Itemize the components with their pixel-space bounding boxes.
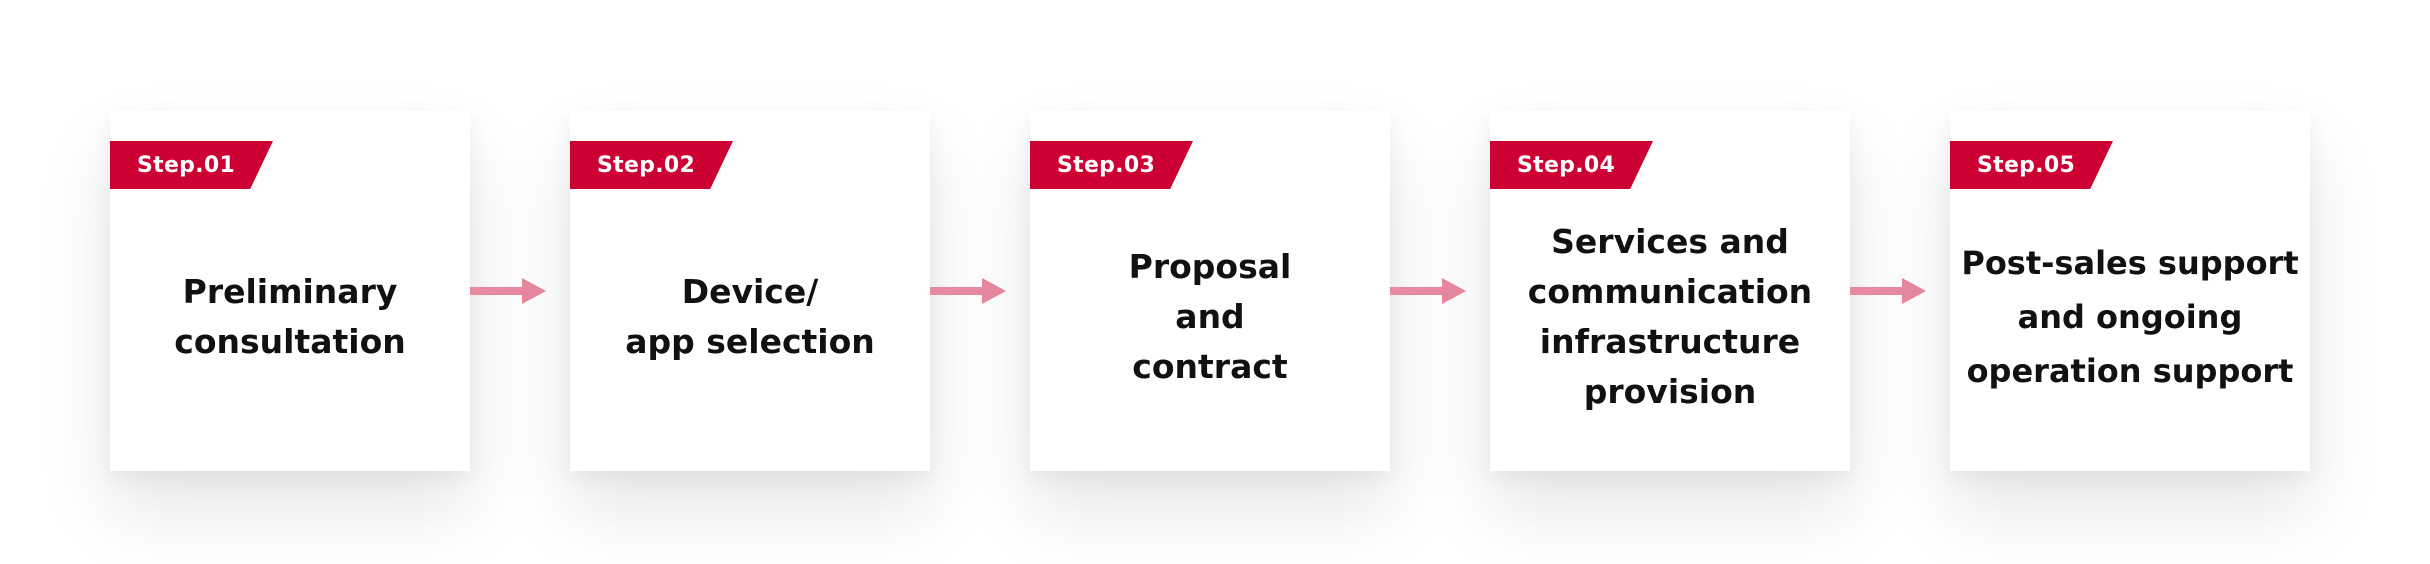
step-card-1: Step.01 Preliminary consultation: [110, 111, 470, 471]
step-title: Post-sales support and ongoing operation…: [1961, 244, 2299, 390]
step-tag-3: Step.03: [1030, 141, 1193, 189]
step-title: Device/ app selection: [625, 272, 875, 361]
step-title: Services and communication infrastructur…: [1527, 222, 1813, 411]
step-card-3: Step.03 Proposal and contract: [1030, 111, 1390, 471]
step-tag-label: Step.04: [1517, 152, 1616, 178]
step-tag-1: Step.01: [110, 141, 273, 189]
step-card-4: Step.04 Services and communication infra…: [1490, 111, 1850, 471]
step-tag-label: Step.02: [597, 152, 696, 178]
step-card-5: Step.05 Post-sales support and ongoing o…: [1950, 111, 2310, 471]
step-tag-2: Step.02: [570, 141, 733, 189]
arrow-right-icon: [1390, 278, 1466, 304]
arrow-right-icon: [1850, 278, 1926, 304]
step-tag-5: Step.05: [1950, 141, 2113, 189]
step-title: Preliminary consultation: [174, 272, 406, 361]
step-tag-label: Step.05: [1977, 152, 2076, 178]
arrow-right-icon: [470, 278, 546, 304]
step-tag-4: Step.04: [1490, 141, 1653, 189]
step-tag-label: Step.01: [137, 152, 236, 178]
step-card-2: Step.02 Device/ app selection: [570, 111, 930, 471]
step-title: Proposal and contract: [1128, 247, 1292, 386]
step-tag-label: Step.03: [1057, 152, 1156, 178]
arrow-right-icon: [930, 278, 1006, 304]
